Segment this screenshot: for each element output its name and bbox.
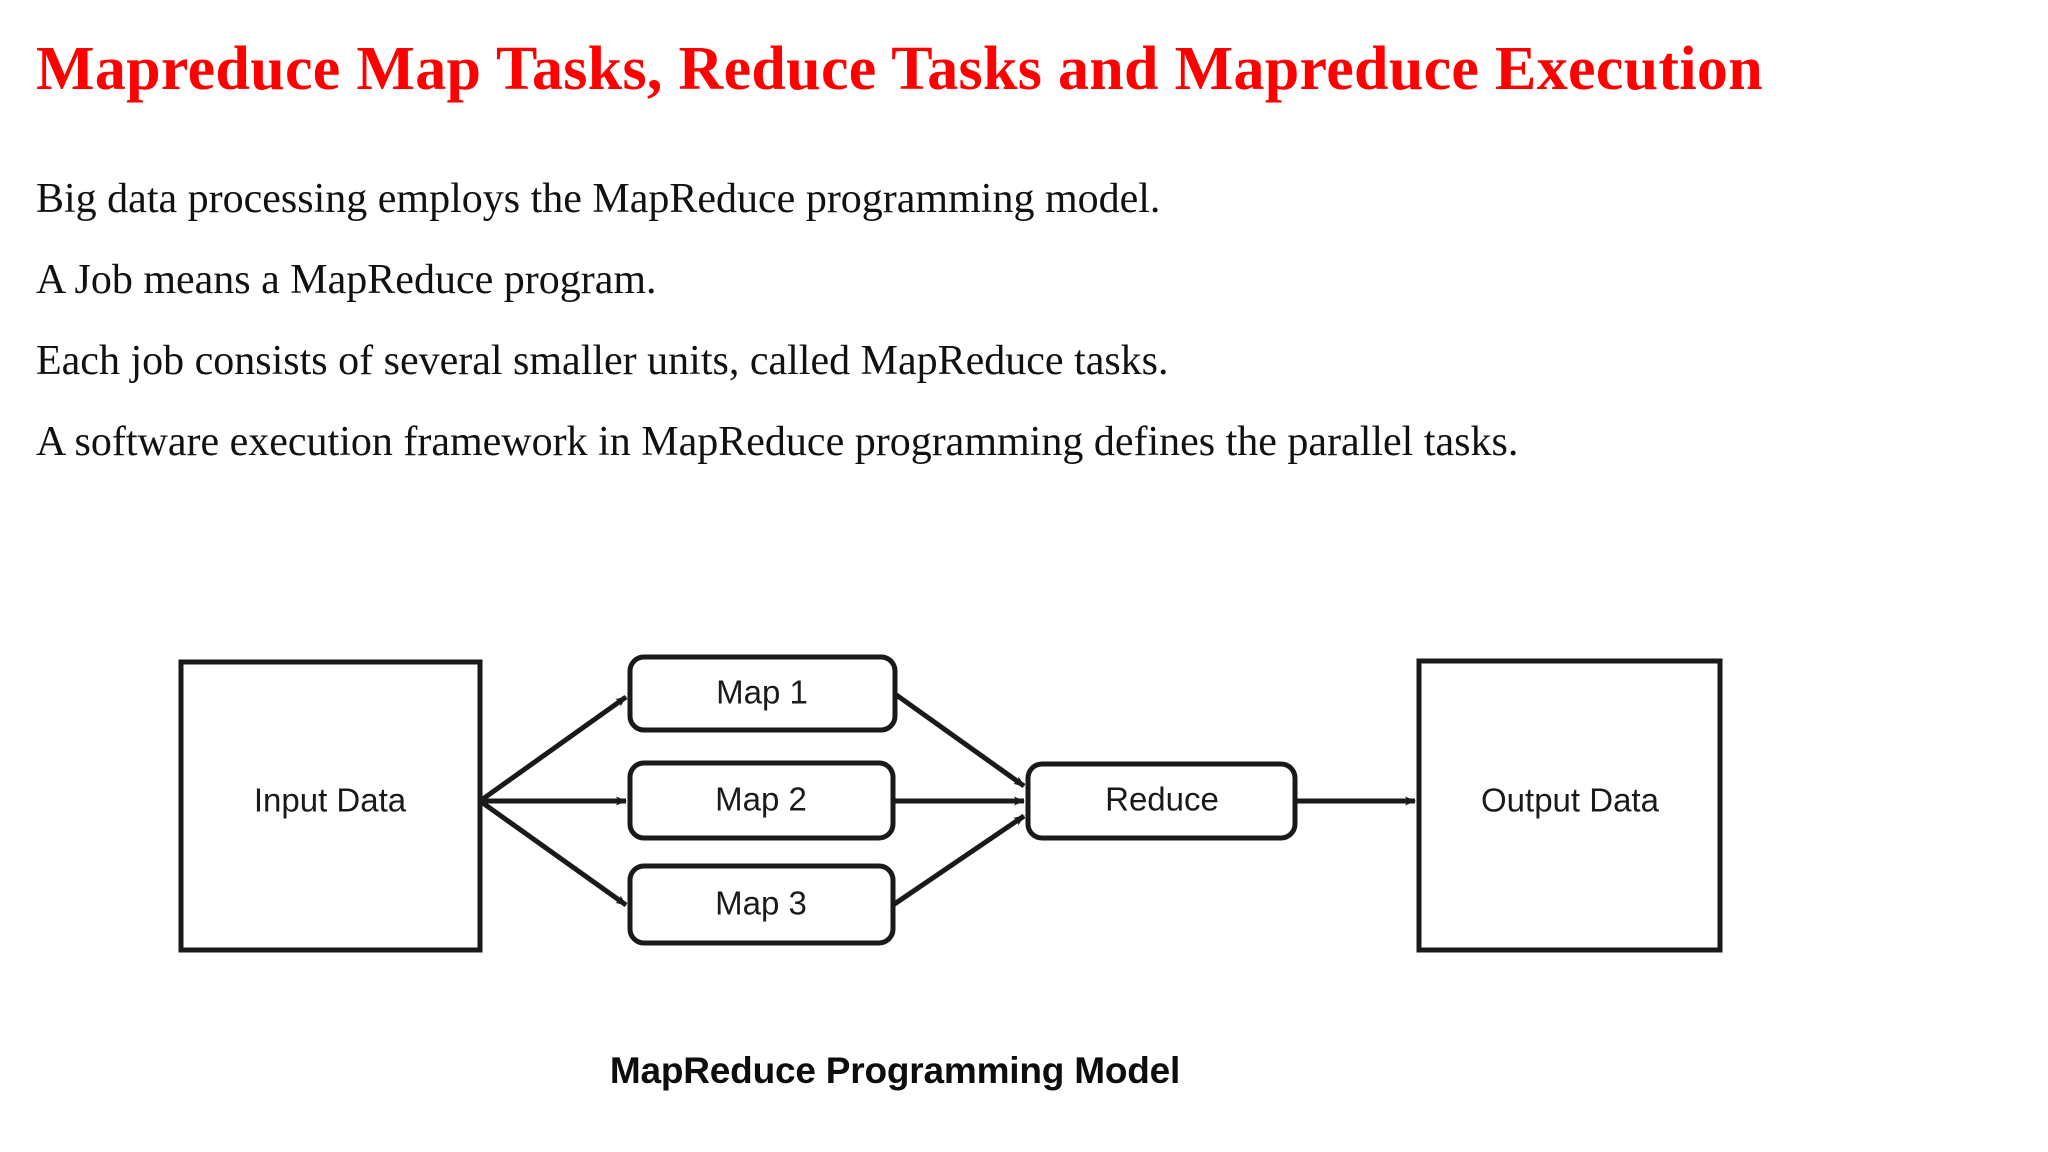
body-line-3: Each job consists of several smaller uni… bbox=[36, 338, 1169, 384]
body-line-1: Big data processing employs the MapReduc… bbox=[36, 176, 1161, 222]
node-input-data[interactable]: Input Data bbox=[178, 659, 483, 953]
body-line-4: A software execution framework in MapRed… bbox=[36, 419, 1519, 465]
output-data-label: Output Data bbox=[1481, 782, 1660, 819]
edge-input-to-map1 bbox=[478, 694, 628, 804]
reduce-box bbox=[1025, 761, 1298, 841]
map-1-label: Map 1 bbox=[716, 674, 808, 711]
map-2-label: Map 2 bbox=[715, 781, 807, 818]
node-map-2[interactable]: Map 2 bbox=[627, 760, 896, 841]
edge-map1-to-reduce bbox=[893, 691, 1026, 789]
input-data-label: Input Data bbox=[254, 782, 407, 819]
map-1-box bbox=[627, 654, 898, 733]
edge-input-to-map3 bbox=[478, 798, 628, 908]
body-text-block: Big data processing employs the MapReduc… bbox=[36, 178, 1936, 502]
output-data-box bbox=[1416, 658, 1723, 953]
mapreduce-diagram: Input Data Map 1 Map 2 Map 3 Reduce bbox=[0, 620, 2048, 1040]
map-3-box bbox=[627, 863, 896, 946]
body-line-2: A Job means a MapReduce program. bbox=[36, 257, 657, 303]
page-title: Mapreduce Map Tasks, Reduce Tasks and Ma… bbox=[36, 35, 1763, 103]
map-3-label: Map 3 bbox=[715, 885, 807, 922]
node-output-data[interactable]: Output Data bbox=[1416, 658, 1723, 953]
reduce-label: Reduce bbox=[1105, 781, 1219, 818]
map-2-box bbox=[627, 760, 896, 841]
diagram-caption: MapReduce Programming Model bbox=[609, 1050, 1181, 1091]
edge-map3-to-reduce bbox=[891, 813, 1026, 908]
input-data-box bbox=[178, 659, 483, 953]
node-map-1[interactable]: Map 1 bbox=[627, 654, 898, 733]
node-reduce[interactable]: Reduce bbox=[1025, 761, 1298, 841]
node-map-3[interactable]: Map 3 bbox=[627, 863, 896, 946]
diagram-edges bbox=[478, 691, 1416, 908]
